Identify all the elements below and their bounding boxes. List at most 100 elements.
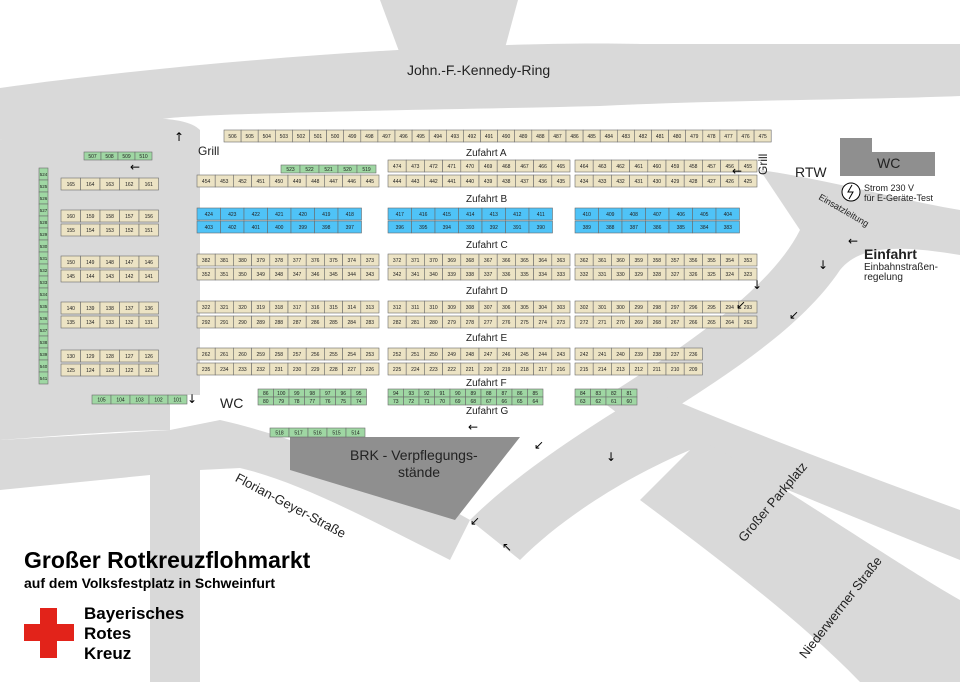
stand-number: 268 [653,320,662,326]
stand-number: 506 [228,134,237,140]
stand-number: 529 [40,232,48,237]
stand-216 [551,362,571,376]
stand-number: 312 [393,305,402,311]
stand-number: 419 [322,212,331,218]
stand-number: 450 [275,179,284,185]
stand-number: 346 [311,272,320,278]
stand-number: 416 [419,212,428,218]
arrow-icon: ↓ [818,258,829,272]
stand-number: 223 [429,367,438,373]
stand-383 [715,220,740,234]
stand-number: 499 [348,134,357,140]
stand-number: 216 [557,367,566,373]
stand-number: 462 [616,164,625,170]
stand-number: 420 [299,212,308,218]
stand-number: 140 [67,306,76,312]
stand-number: 285 [329,320,338,326]
stand-number: 527 [40,208,48,213]
stand-number: 461 [635,164,644,170]
stand-number: 101 [173,398,182,404]
stand-number: 87 [501,391,507,397]
road-north-spur [380,0,518,54]
stand-number: 243 [557,352,566,358]
stand-number: 74 [356,399,362,405]
stand-number: 377 [293,258,302,264]
stand-number: 244 [539,352,548,358]
stand-number: 497 [382,134,391,140]
stand-number: 81 [626,391,632,397]
stand-number: 306 [502,305,511,311]
strom-label: Strom 230 V [864,183,915,193]
stand-425 [738,174,758,188]
stand-number: 482 [639,134,648,140]
arrow-icon: ↙ [534,438,545,452]
stand-number: 284 [348,320,357,326]
road-parkplatz [470,390,960,560]
stand-number: 248 [466,352,475,358]
stand-number: 538 [40,340,48,345]
stand-number: 412 [513,212,522,218]
stand-number: 236 [689,352,698,358]
arrow-icon: ↙ [736,298,747,312]
stand-number: 64 [532,399,538,405]
stand-number: 98 [309,391,315,397]
stand-number: 355 [707,258,716,264]
stand-number: 357 [671,258,680,264]
stand-number: 368 [466,258,475,264]
stand-number: 456 [726,164,735,170]
stand-number: 314 [348,305,357,311]
stand-number: 476 [741,134,750,140]
stand-number: 296 [689,305,698,311]
stand-number: 221 [466,367,475,373]
stand-number: 483 [622,134,631,140]
stand-number: 488 [536,134,545,140]
stand-number: 515 [332,431,341,437]
stand-number: 230 [293,367,302,373]
stand-number: 209 [689,367,698,373]
stand-510 [134,151,153,161]
stand-number: 458 [689,164,698,170]
stand-number: 500 [331,134,340,140]
stand-number: 342 [393,272,402,278]
wc-top-label: WC [877,155,901,171]
stand-number: 385 [677,225,686,231]
stand-number: 484 [605,134,614,140]
brk-building [290,437,520,520]
stand-number: 473 [411,164,420,170]
stand-number: 322 [202,305,211,311]
stand-number: 471 [448,164,457,170]
stand-number: 99 [294,391,300,397]
stand-number: 93 [408,391,414,397]
stand-number: 408 [630,212,639,218]
street-kennedy-ring: John.-F.-Kennedy-Ring [407,62,551,78]
stand-number: 241 [598,352,607,358]
stand-number: 451 [257,179,266,185]
stand-number: 275 [520,320,529,326]
stand-number: 267 [671,320,680,326]
stand-number: 381 [220,258,229,264]
stand-number: 288 [275,320,284,326]
stand-number: 516 [313,431,322,437]
stand-number: 259 [257,352,266,358]
stand-number: 502 [297,134,306,140]
stand-number: 124 [86,368,95,374]
red-cross-icon [24,608,74,658]
stand-number: 399 [299,225,308,231]
stand-number: 299 [635,305,644,311]
stand-number: 239 [635,352,644,358]
zufahrt-f: Zufahrt F [466,378,507,389]
stand-number: 324 [726,272,735,278]
stand-number: 154 [86,228,95,234]
stand-number: 60 [626,399,632,405]
stand-number: 402 [228,225,237,231]
stand-number: 211 [653,367,661,373]
stand-number: 429 [671,179,680,185]
stand-number: 382 [202,258,211,264]
stand-263 [738,315,758,329]
stand-number: 245 [520,352,529,358]
stand-number: 489 [519,134,528,140]
stand-number: 164 [86,182,95,188]
stand-number: 505 [245,134,254,140]
stand-number: 310 [429,305,438,311]
stand-number: 270 [616,320,625,326]
